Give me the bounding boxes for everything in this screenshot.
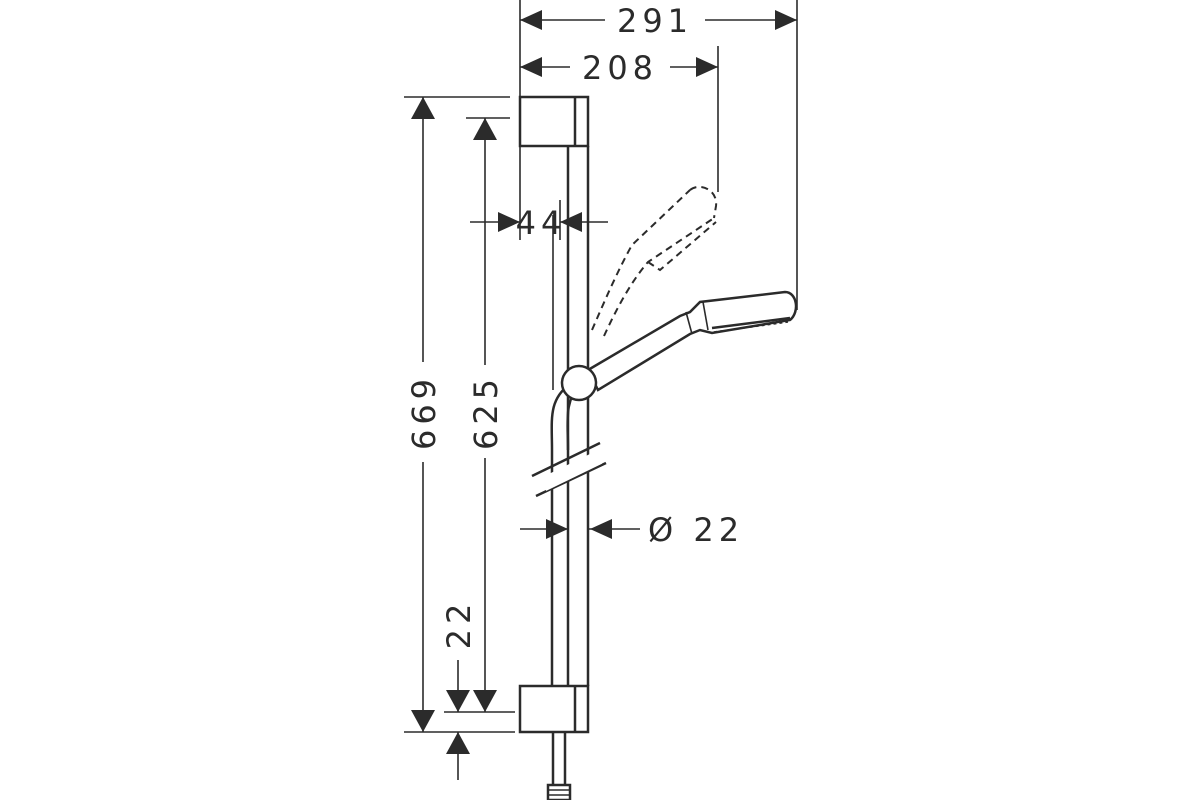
top-wall-bracket <box>518 95 590 148</box>
dimension-label-bar-offset: 44 <box>516 204 567 242</box>
shower-hose <box>550 382 581 686</box>
dimension-label-overall-height: 669 <box>405 374 443 450</box>
dimension-label-bar-length: 625 <box>467 374 505 450</box>
dimension-bar-length: 625 <box>467 118 505 712</box>
dimension-overall-height: 669 <box>405 97 443 732</box>
dimension-bar-offset: 44 <box>470 204 608 242</box>
hand-shower-raised-dashed <box>591 185 718 337</box>
dimension-bottom-offset: 22 <box>440 599 478 780</box>
bottom-wall-bracket <box>518 684 590 734</box>
slider-ball <box>560 364 598 402</box>
dimension-label-handshower-reach: 208 <box>582 49 658 87</box>
dimension-handshower-reach: 208 <box>520 49 718 87</box>
dimension-diameter: Ø 22 <box>520 511 744 549</box>
dimension-label-bottom-offset: 22 <box>440 599 478 650</box>
hand-shower <box>586 290 798 392</box>
hose-connector <box>546 732 572 800</box>
dimension-label-diameter: Ø 22 <box>648 511 744 549</box>
dimension-label-overall-width: 291 <box>617 2 693 40</box>
dimension-overall-width: 291 <box>520 2 797 40</box>
break-symbol <box>531 441 607 498</box>
